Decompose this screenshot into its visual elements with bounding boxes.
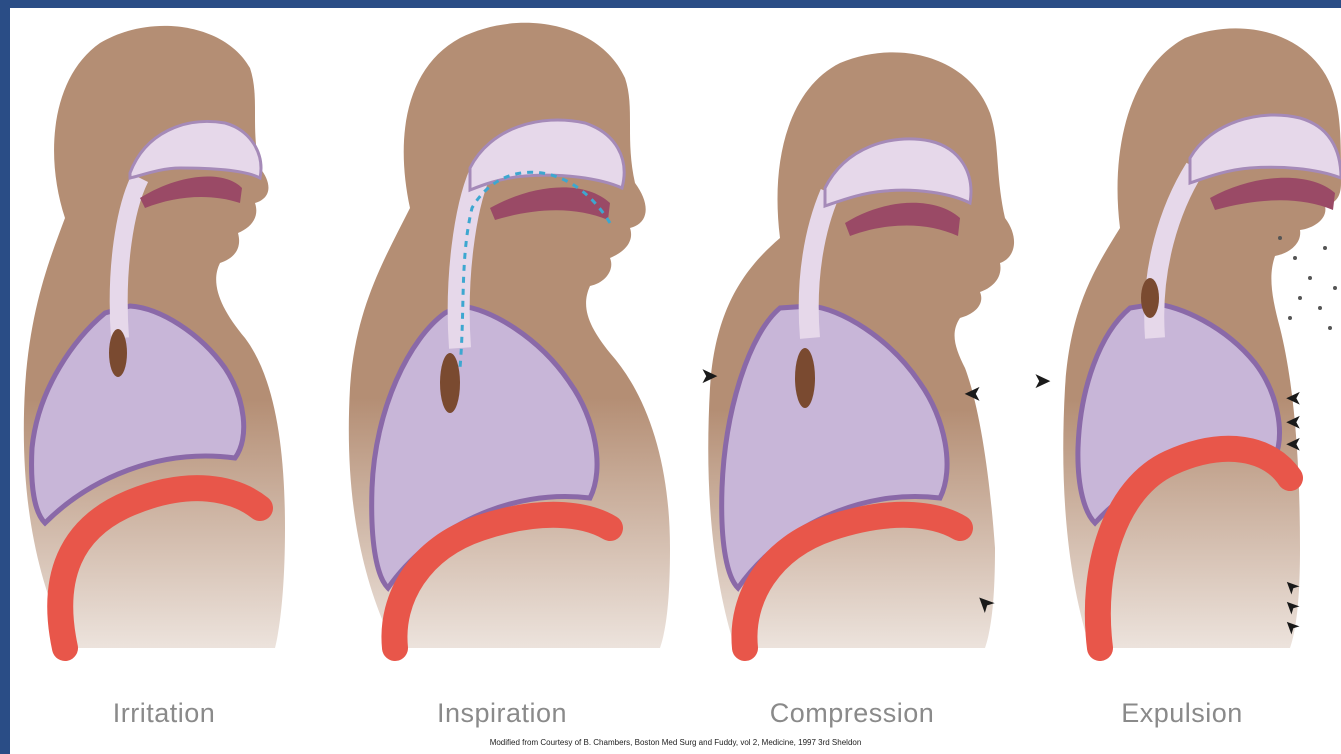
stage-label-expulsion: Expulsion [1032, 698, 1332, 729]
stage-inspiration-figure [349, 23, 670, 648]
mucus [1141, 278, 1159, 318]
stage-label-compression: Compression [702, 698, 1002, 729]
expulsion-arrow-left: ➤ [1033, 368, 1051, 393]
stage-label-inspiration: Inspiration [352, 698, 652, 729]
expulsion-arrow-right-3: ➤ [1285, 433, 1302, 455]
stage-irritation-figure [24, 26, 285, 648]
mucus [440, 353, 460, 413]
stage-compression-figure: ➤ ➤ ➤ [700, 52, 1014, 648]
compression-arrow-right: ➤ [964, 382, 982, 407]
figure-credit: Modified from Courtesy of B. Chambers, B… [10, 738, 1341, 747]
expulsion-arrow-right-1: ➤ [1285, 387, 1302, 409]
mucus [109, 329, 127, 377]
diagram-panel: ➤ ➤ ➤ ➤ ➤ ➤ ➤ [10, 8, 1341, 754]
stage-expulsion-figure: ➤ ➤ ➤ ➤ ➤ ➤ ➤ [1033, 28, 1341, 648]
cough-phases-illustration: ➤ ➤ ➤ ➤ ➤ ➤ ➤ [10, 8, 1341, 754]
stage-label-irritation: Irritation [14, 698, 314, 729]
expulsion-arrow-right-2: ➤ [1285, 411, 1302, 433]
mucus [795, 348, 815, 408]
compression-arrow-left: ➤ [700, 363, 718, 388]
